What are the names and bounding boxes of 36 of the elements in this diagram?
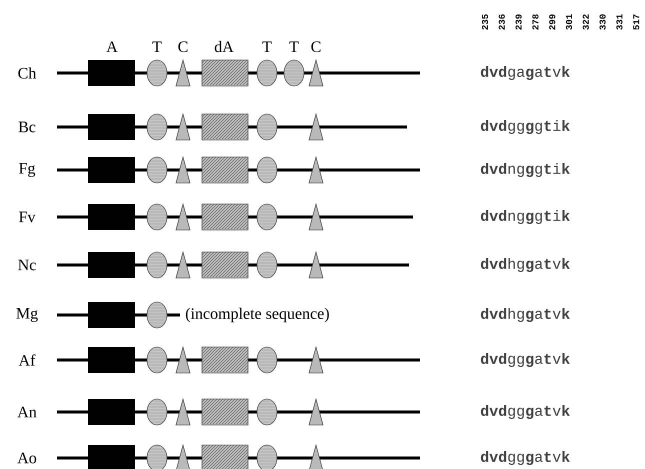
domain-label: T (262, 42, 272, 52)
position-number: 299 (549, 14, 556, 30)
species-label: Ao (17, 452, 36, 464)
residue-sequence: dvdgagatvk (480, 66, 570, 80)
residue-sequence: dvdhggatvk (480, 258, 570, 272)
residue-sequence: dvdhggatvk (480, 308, 570, 322)
residue-sequence: dvdgggatvk (480, 404, 570, 420)
position-number: 278 (532, 14, 538, 30)
position-number: 236 (498, 14, 505, 30)
position-number: 301 (566, 14, 572, 30)
species-label: Ch (18, 67, 36, 79)
note: (incomplete sequence) (186, 308, 329, 322)
position-number: 235 (482, 14, 488, 30)
residue-sequence: dvdgggatvk (480, 450, 570, 466)
residue-sequence: dvdngggtik (480, 210, 570, 224)
domain-label: C (178, 41, 188, 52)
species-label: An (17, 406, 37, 418)
domain-label: C (311, 41, 320, 52)
position-number: 331 (616, 14, 622, 30)
species-label: Mg (16, 308, 38, 322)
residue-sequence: dvdngggtik (480, 162, 570, 178)
species-label: Af (18, 354, 36, 366)
residue-sequence: dvdggggtik (480, 120, 570, 134)
position-number: 322 (582, 14, 589, 30)
residue-sequence: dvdgggatvk (480, 352, 570, 368)
domain-label: T (289, 42, 299, 52)
species-label: Fv (19, 212, 36, 222)
domain-label: dA (214, 40, 234, 52)
species-label: Nc (18, 260, 36, 270)
domain-label: T (152, 42, 162, 52)
position-number: 517 (633, 14, 640, 30)
position-number: 330 (600, 14, 606, 30)
species-label: Bc (18, 122, 36, 132)
position-number: 239 (516, 14, 522, 30)
species-label: Fg (19, 163, 36, 177)
domain-label: A (106, 41, 118, 52)
